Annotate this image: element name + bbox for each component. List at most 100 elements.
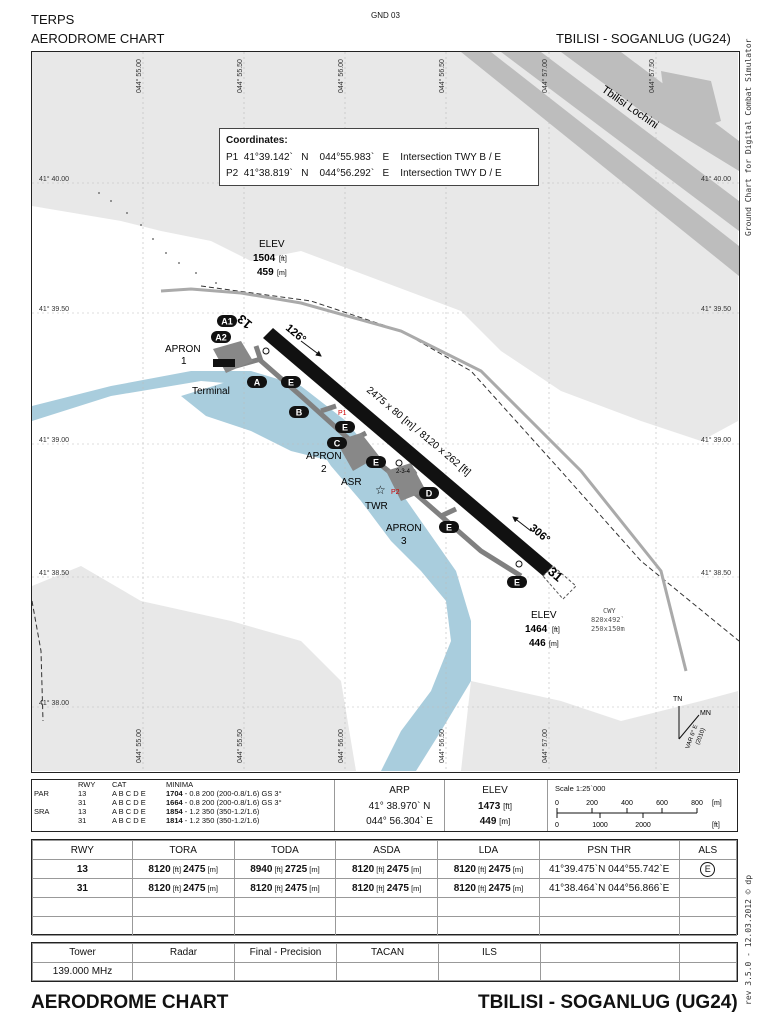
svg-text:D: D [426, 489, 433, 499]
twy-tag-b: B [289, 406, 309, 418]
freq-value [233, 961, 338, 981]
svg-text:A2: A2 [215, 333, 227, 343]
twy-tag-a2: A2 [211, 331, 231, 343]
elev-nw-ft-unit: [ft] [279, 256, 287, 263]
coord-lat: 41°38.819` [243, 168, 293, 179]
scale-ft-tick: 0 [555, 822, 559, 829]
lon-label: 044° 56.00 [337, 59, 345, 93]
minima-value: 1814 - 1.2 350 (350-1.2/1.6) [166, 816, 260, 825]
side-text-bottom: rev 3.5.0 - 12.03.2012 © dp [744, 874, 753, 1005]
heading-306-arrow [512, 516, 532, 532]
distance-cell: 8940 [ft] 2725 [m] [233, 859, 337, 879]
coord-lon: 044°55.983` [319, 152, 375, 163]
svg-text:C: C [334, 439, 341, 449]
minima-value: 1854 - 1.2 350 (350-1.2/1.6) [166, 807, 260, 816]
twy-tag-e: E [366, 456, 386, 468]
runway-markers [262, 347, 523, 568]
apron3-number: 3 [401, 536, 407, 547]
apron1-number: 1 [181, 356, 187, 367]
runway-col-header: RWY [32, 840, 133, 860]
asr-label: ASR [341, 477, 362, 488]
runway-col-header: TODA [233, 840, 337, 860]
elev-nw-m: 459 [257, 267, 274, 278]
scale-ft-tick: 2000 [635, 822, 651, 829]
runway-col-header: TORA [131, 840, 235, 860]
runway-col-header: ASDA [335, 840, 439, 860]
lon-label: 044° 55.50 [236, 729, 244, 763]
lat-label: 41° 39.00 [39, 436, 69, 444]
side-text-top: Ground Chart for Digital Combat Simulato… [744, 38, 753, 236]
elev-se-m: 446 [529, 638, 546, 649]
freq-header [539, 943, 680, 963]
p2-label: P2 [391, 489, 400, 496]
perimeter-road [160, 287, 688, 672]
cwy-ft: 820x492` [591, 616, 625, 624]
coordinate-row-p2: P2 41°38.819` N 044°56.292` E Intersecti… [226, 168, 502, 179]
arp-lat: 41° 38.970` N [368, 801, 431, 812]
tn-label: TN [673, 696, 682, 703]
apron2-number: 2 [321, 464, 327, 475]
scale-ft-unit: [ft] [712, 822, 720, 829]
twy-tag-a: A [247, 376, 267, 388]
svg-text:E: E [373, 458, 379, 468]
terminal-label: Terminal [192, 386, 230, 397]
lat-label: 41° 38.50 [701, 569, 731, 577]
chart-type-title: AERODROME CHART [31, 31, 165, 46]
freq-value: 139.000 MHz [31, 961, 134, 981]
als-cell: E [678, 859, 738, 879]
coord-desc: Intersection TWY D / E [400, 168, 502, 179]
runway-id: 31 [32, 878, 133, 898]
minima-header-cat: CAT [112, 780, 127, 789]
apron2-label: APRON [306, 451, 342, 462]
minima-cell: 13 [78, 807, 87, 816]
freq-header: ILS [438, 943, 541, 963]
twy-tag-e: E [335, 421, 355, 433]
coord-ew: E [382, 152, 390, 163]
coord-ns: N [301, 152, 309, 163]
freq-header: Radar [132, 943, 235, 963]
distance-cell: 8120 [ft] 2475 [m] [437, 859, 540, 879]
elev-nw-ft: 1504 [253, 253, 276, 264]
minima-cell: A B C D E [112, 789, 146, 798]
minima-cell: A B C D E [112, 798, 146, 807]
runway-id: 13 [32, 859, 133, 879]
mn-label: MN [700, 710, 711, 717]
footer-chart-type: AERODROME CHART [31, 992, 229, 1013]
scale-ft-tick: 1000 [592, 822, 608, 829]
scale-m-tick: 400 [621, 800, 633, 807]
distance-cell: 8120 [ft] 2475 [m] [335, 878, 439, 898]
minima-cell: A B C D E [112, 816, 146, 825]
svg-text:B: B [296, 408, 303, 418]
lat-label: 41° 38.50 [39, 569, 69, 577]
minima-header-minima: MINIMA [166, 780, 194, 789]
scale-m-tick: 0 [555, 800, 559, 807]
lat-label: 41° 39.50 [701, 305, 731, 313]
elev-ft-unit: [ft] [503, 802, 512, 811]
coord-ew: E [382, 168, 390, 179]
map-svg: Tbilisi Lochini [32, 52, 739, 772]
minima-header-rwy: RWY [78, 780, 96, 789]
terrain-east [461, 681, 738, 771]
cwy-m: 250x150m [591, 625, 625, 633]
minima-cell: A B C D E [112, 807, 146, 816]
psn-thr-cell: 41°38.464`N 044°56.866`E [538, 878, 680, 898]
twy-tag-d: D [419, 487, 439, 499]
runway-13-31 [263, 328, 553, 576]
minima-value: 1704 - 0.8 200 (200-0.8/1.6) GS 3° [166, 789, 282, 798]
lon-label: 044° 55.50 [236, 59, 244, 93]
minima-cell: SRA [34, 807, 50, 816]
coordinates-title: Coordinates: [226, 135, 288, 146]
freq-header: Final - Precision [233, 943, 338, 963]
elev-nw-m-unit: [m] [277, 270, 287, 277]
footer-airport: TBILISI - SOGANLUG (UG24) [478, 992, 738, 1013]
freq-value [132, 961, 235, 981]
